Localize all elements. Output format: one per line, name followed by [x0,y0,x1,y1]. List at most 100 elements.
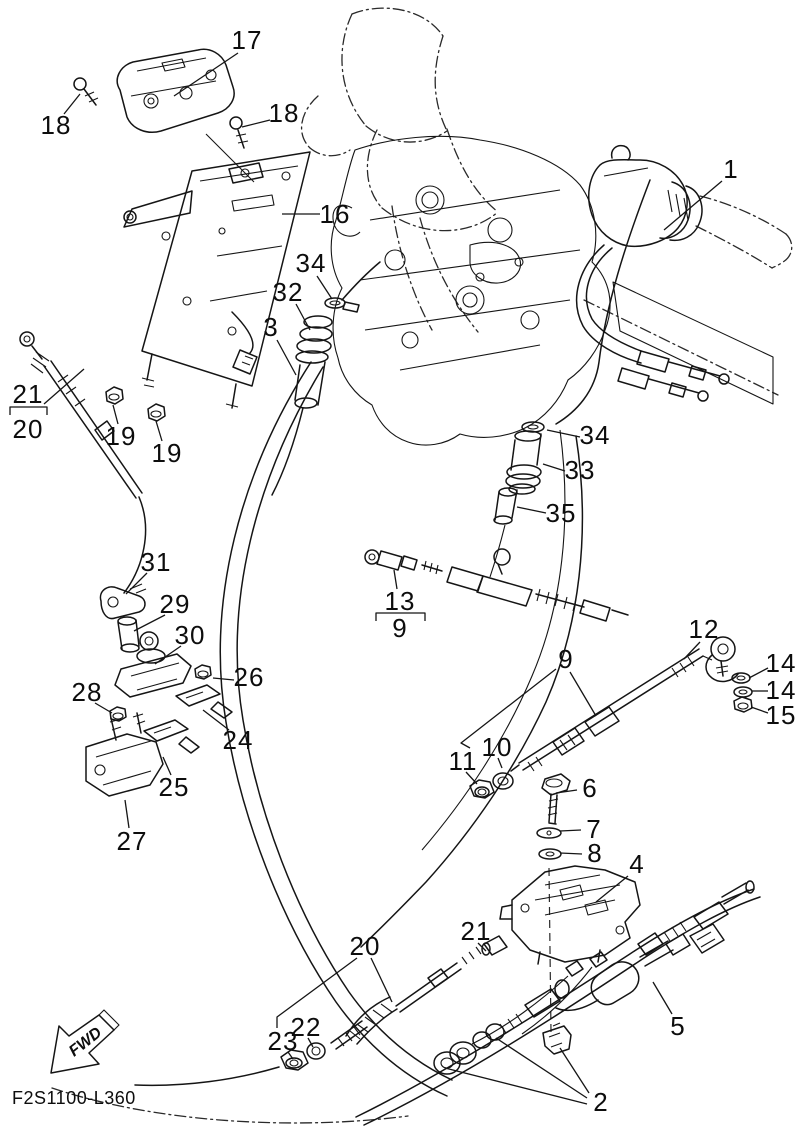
leader-line-33 [543,464,565,471]
nut-26 [195,665,211,679]
fwd-direction-arrow: FWD [51,1010,119,1073]
callout-label-20: 20 [12,414,44,444]
leader-line-18 [242,120,270,127]
nut-19-pair [106,387,165,421]
cable-clamp-31 [100,584,146,619]
leader-line-2 [560,1048,589,1093]
leader-line-19 [156,421,162,441]
callout-label-25: 25 [158,772,190,802]
callout-label-9: 9 [558,644,574,674]
callout-label-14: 14 [765,648,797,678]
leader-line-7 [560,830,581,831]
screw-18-right [230,117,248,148]
callout-label-9: 9 [392,613,408,643]
leader-line-20 [371,958,392,1002]
callout-label-31: 31 [140,547,172,577]
mount-plate-16 [124,152,310,408]
leader-line-19 [113,405,118,424]
hull-chain-line [52,1088,408,1123]
callout-label-16: 16 [319,199,351,229]
leader-line-9 [570,672,596,716]
leader-line-12 [684,642,700,659]
callout-leader-lines [10,53,768,1104]
cable-bracket-4 [500,866,640,964]
callout-label-19: 19 [151,438,183,468]
group-bracket-0 [10,407,47,415]
leader-line-23 [288,1052,293,1059]
bracket-feed-cables [472,952,607,1044]
leader-line-4 [596,876,628,902]
throttle-cables-upper [577,245,773,404]
leader-line-26 [213,678,234,680]
callout-label-18: 18 [268,98,300,128]
leader-line-20 [277,958,357,1028]
callout-label-4: 4 [629,849,645,879]
steering-cable-upper [20,332,146,593]
leader-line-24 [203,710,229,730]
leader-line-34 [547,430,580,437]
callout-label-23: 23 [267,1026,299,1056]
callout-label-11: 11 [448,746,478,776]
callout-label-34: 34 [579,420,611,450]
callout-label-20: 20 [349,931,381,961]
callout-label-24: 24 [222,725,254,755]
callout-label-35: 35 [545,498,577,528]
callout-label-32: 32 [272,277,304,307]
callout-label-30: 30 [174,620,206,650]
cable-routing-loops [220,362,582,1096]
tube-29 [118,617,139,652]
leader-line-10 [498,758,502,768]
cable-clamp-2 [543,1023,571,1054]
callout-label-19: 19 [105,421,137,451]
plate-24 [176,685,232,718]
callout-label-15: 15 [765,700,797,730]
drawing-code: F2S1100-L360 [12,1088,136,1108]
fwd-label: FWD [66,1024,106,1060]
leader-line-21 [44,369,84,404]
callout-label-34: 34 [295,248,327,278]
callout-label-8: 8 [587,838,603,868]
callout-label-12: 12 [688,614,720,644]
callout-label-3: 3 [263,312,279,342]
leader-line-11 [466,772,477,784]
callout-label-21: 21 [460,916,492,946]
leader-line-2 [445,1068,587,1104]
callout-label-21: 21 [12,379,44,409]
leader-line-28 [95,703,112,713]
callout-label-29: 29 [159,589,191,619]
callout-label-14: 14 [765,675,797,705]
leader-line-22 [308,1038,313,1047]
bolt-6-washers [537,774,570,859]
leader-line-8 [560,853,582,854]
bottom-cable-20 [135,936,507,1085]
leader-line-29 [134,615,165,631]
plate-25 [144,720,199,753]
leader-line-35 [517,507,546,513]
leader-line-15 [751,707,768,713]
steering-column-phantom [302,8,498,332]
leader-line-9 [461,669,556,748]
shift-rod-9 [511,649,703,771]
washers-14-nut-15 [732,673,752,712]
leader-line-17 [174,53,238,96]
cable-boot-right [490,180,650,577]
ball-joint-12 [703,637,738,681]
group-bracket-1 [376,613,425,621]
callout-label-17: 17 [231,25,263,55]
engine-assembly [331,136,610,445]
washer-10-nut-11 [470,773,513,798]
leader-line-13 [394,570,397,589]
leader-line-3 [277,340,296,375]
callout-label-7: 7 [586,814,602,844]
throttle-housing [589,146,702,247]
bracket-27 [86,713,163,796]
callout-label-18: 18 [40,110,72,140]
callout-label-1: 1 [723,154,739,184]
leader-line-6 [556,790,577,793]
twin-cable-assembly [356,881,760,1125]
leader-line-2 [496,1038,587,1098]
callout-label-2: 2 [593,1087,609,1117]
leader-line-31 [126,573,147,594]
callout-label-10: 10 [481,732,513,762]
